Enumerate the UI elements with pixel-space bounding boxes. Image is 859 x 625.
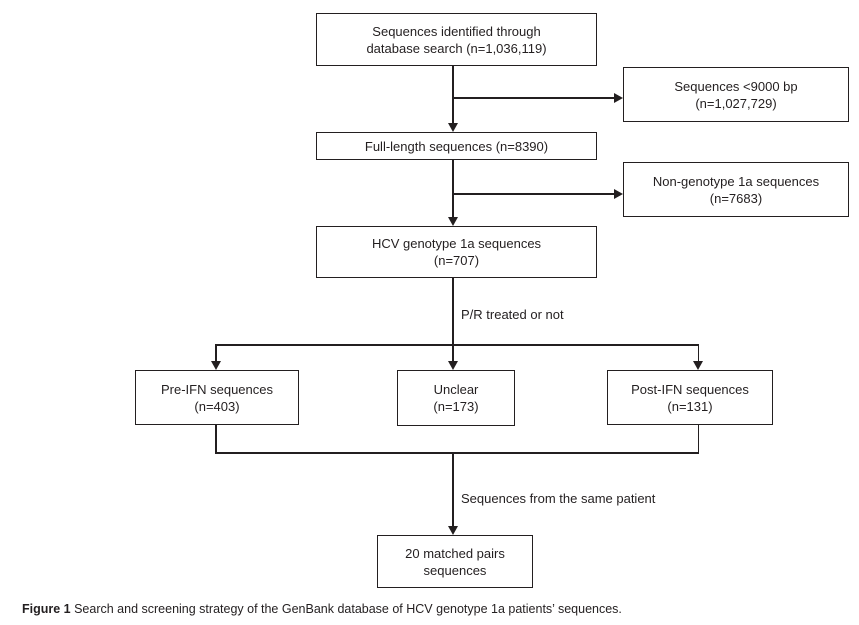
box-post-ifn-sequences: Post-IFN sequences (n=131)	[607, 370, 773, 425]
flow-line-split	[215, 344, 699, 346]
arrowhead-into-matched	[448, 526, 458, 535]
flow-line-1a-to-split	[452, 278, 454, 345]
label-pr-treated: P/R treated or not	[461, 307, 564, 322]
arrowhead-into-unclear	[448, 361, 458, 370]
arrowhead-into-genotype1a	[448, 217, 458, 226]
box-full-length-sequences: Full-length sequences (n=8390)	[316, 132, 597, 160]
flow-line-branch-non1a	[452, 193, 614, 195]
label-same-patient: Sequences from the same patient	[461, 491, 656, 506]
flow-line-gather-to-matched	[452, 452, 454, 529]
flow-line-postifn-to-gather	[697, 425, 699, 453]
flow-line-branch-short	[452, 97, 614, 99]
flow-line-preifn-to-gather	[215, 425, 217, 453]
flow-line-split-to-preifn	[215, 344, 217, 364]
box-hcv-genotype-1a: HCV genotype 1a sequences (n=707)	[316, 226, 597, 278]
box-pre-ifn-sequences: Pre-IFN sequences (n=403)	[135, 370, 299, 425]
box-matched-pairs: 20 matched pairs sequences	[377, 535, 533, 588]
arrowhead-into-postifn	[693, 361, 703, 370]
arrowhead-into-preifn	[211, 361, 221, 370]
arrowhead-into-fulllength	[448, 123, 458, 132]
flow-line-gather	[215, 452, 699, 454]
flow-line-split-to-unclear	[452, 344, 454, 364]
flow-line-fulllength-to-1a	[452, 160, 454, 221]
flow-line-split-to-postifn	[697, 344, 699, 364]
box-excluded-short-sequences: Sequences <9000 bp (n=1,027,729)	[623, 67, 849, 122]
figure-caption: Figure 1 Search and screening strategy o…	[22, 602, 842, 616]
arrowhead-into-excluded-non1a	[614, 189, 623, 199]
box-excluded-non-genotype-1a: Non-genotype 1a sequences (n=7683)	[623, 162, 849, 217]
box-sequences-identified: Sequences identified through database se…	[316, 13, 597, 66]
box-unclear: Unclear (n=173)	[397, 370, 515, 426]
flow-line-top-to-fulllength	[452, 66, 454, 127]
figure-caption-label: Figure 1	[22, 602, 71, 616]
arrowhead-into-excluded-short	[614, 93, 623, 103]
figure-caption-text: Search and screening strategy of the Gen…	[70, 602, 622, 616]
